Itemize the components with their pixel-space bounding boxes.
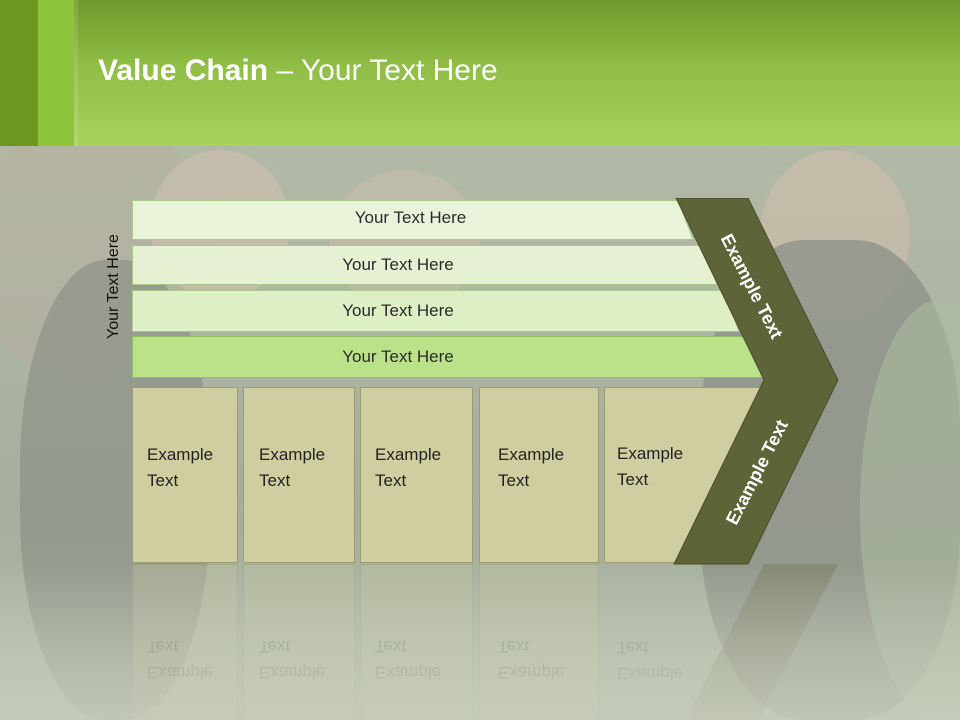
bar-shape: [132, 245, 718, 285]
box-text-line: Example: [147, 445, 214, 464]
vertical-axis-label[interactable]: Your Text Here: [105, 234, 122, 339]
box-text-line: Example: [259, 445, 326, 464]
bar-label: Your Text Here: [342, 255, 454, 274]
activity-box-2[interactable]: Example Text: [243, 387, 355, 563]
box-text-line: Example: [617, 444, 684, 463]
title-bold-part: Value Chain: [98, 54, 269, 87]
bar-shape: [132, 200, 694, 240]
activity-box-3[interactable]: Example Text: [360, 387, 473, 563]
bar-label: Your Text Here: [342, 347, 454, 366]
activity-box-1[interactable]: Example Text: [132, 387, 238, 563]
bar-label: Your Text Here: [342, 301, 454, 320]
box-text-line: Text: [375, 471, 407, 490]
bar-shape: [132, 290, 740, 332]
header-band: Value Chain – Your Text Here: [0, 0, 960, 146]
slide-title[interactable]: Value Chain – Your Text Here: [98, 54, 498, 88]
margin-chevron[interactable]: [672, 198, 842, 566]
box-text-line: Example: [375, 445, 442, 464]
box-text-line: Text: [259, 471, 291, 490]
box-text-line: Text: [617, 470, 649, 489]
box-text-line: Text: [147, 471, 179, 490]
activity-box-4[interactable]: Example Text: [479, 387, 599, 563]
support-bar-4[interactable]: Your Text Here: [132, 336, 764, 378]
title-regular-part: – Your Text Here: [268, 54, 498, 87]
bar-label: Your Text Here: [354, 208, 467, 227]
support-bar-3[interactable]: Your Text Here: [132, 290, 740, 332]
box-text-line: Text: [498, 471, 530, 490]
support-bar-2[interactable]: Your Text Here: [132, 245, 718, 285]
header-accent-stripe: [0, 0, 38, 146]
header-accent-stripe: [38, 0, 74, 146]
reflection-fade: [0, 564, 960, 720]
header-accent-stripe: [74, 0, 78, 146]
support-bar-1[interactable]: Your Text Here: [132, 200, 694, 240]
box-text-line: Example: [498, 445, 565, 464]
